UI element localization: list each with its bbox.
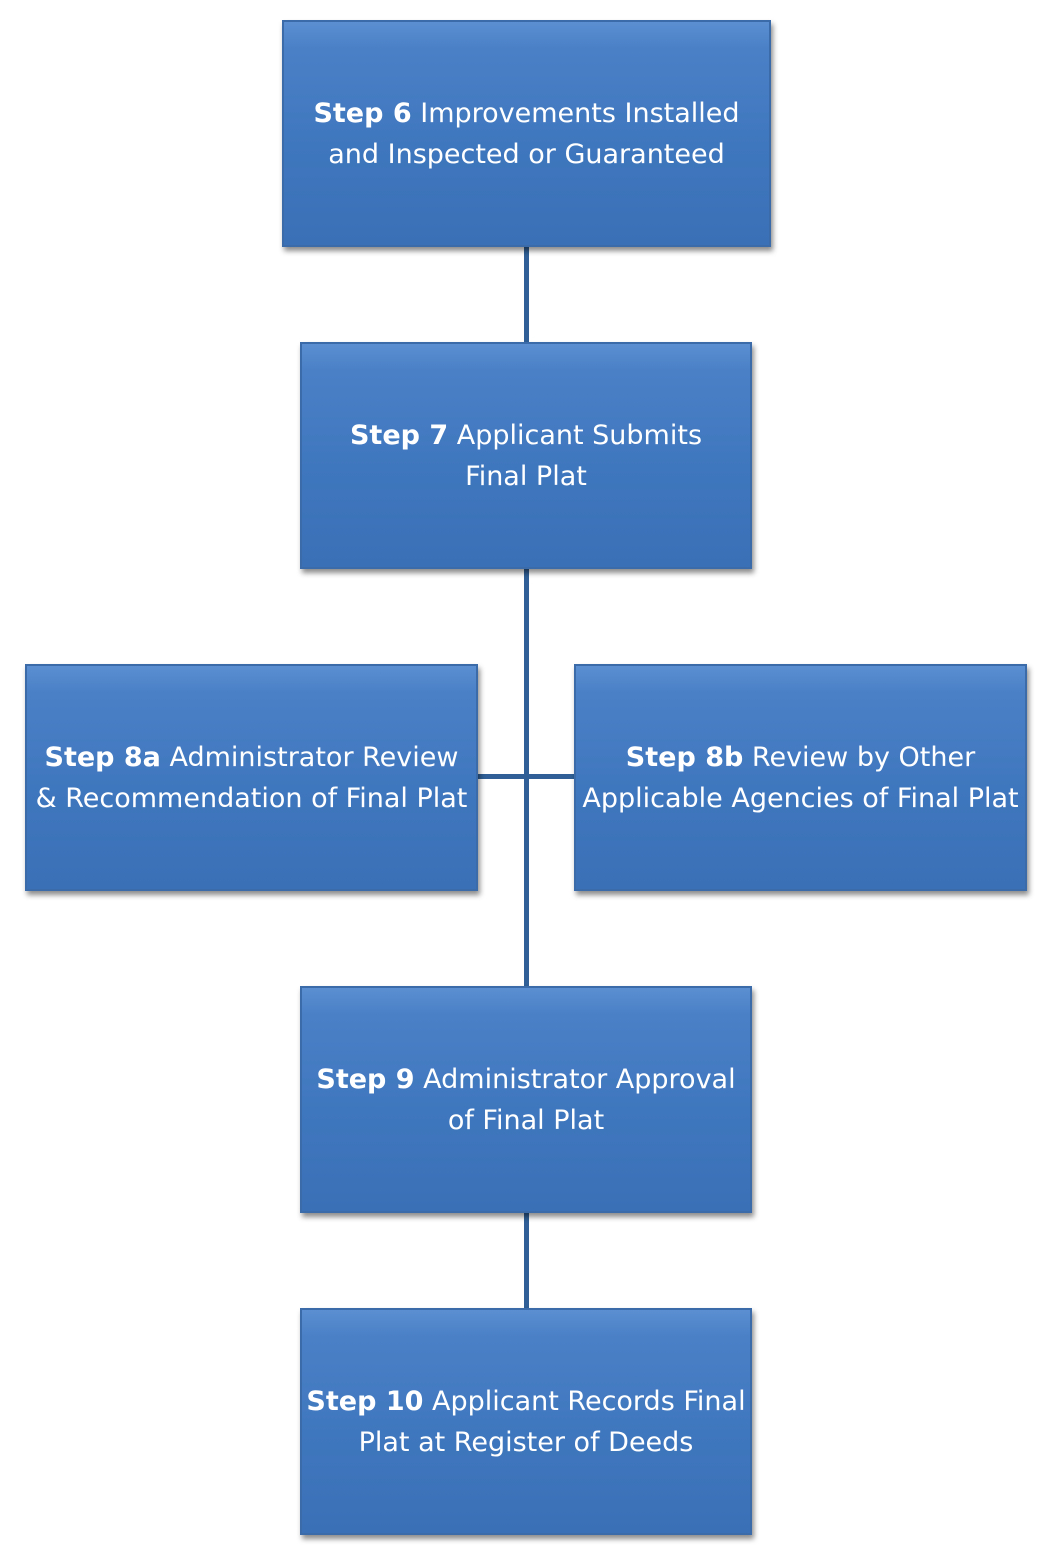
step-6-box: Step 6 Improvements Installed and Inspec… (282, 20, 771, 247)
step-9-text: Step 9 Administrator Approval of Final P… (306, 1059, 746, 1141)
step-8b-text: Step 8b Review by Other Applicable Agenc… (580, 737, 1021, 819)
step-10-text: Step 10 Applicant Records Final Plat at … (306, 1381, 746, 1463)
step-8a-description: Administrator Review & Recommendation of… (35, 741, 468, 814)
step-7-text: Step 7 Applicant Submits Final Plat (342, 415, 710, 497)
step-8b-label: Step 8b (625, 741, 744, 773)
step-6-description: Improvements Installed and Inspected or … (328, 97, 740, 170)
step-9-label: Step 9 (316, 1063, 415, 1095)
step-6-text: Step 6 Improvements Installed and Inspec… (288, 93, 765, 175)
step-8a-text: Step 8a Administrator Review & Recommend… (31, 737, 472, 819)
step-7-label: Step 7 (349, 419, 449, 451)
step-7-box: Step 7 Applicant Submits Final Plat (300, 342, 752, 569)
step-8b-box: Step 8b Review by Other Applicable Agenc… (574, 664, 1027, 891)
step-6-label: Step 6 (313, 97, 412, 129)
step-8a-box: Step 8a Administrator Review & Recommend… (25, 664, 478, 891)
step-8b-description: Review by Other Applicable Agencies of F… (582, 741, 1019, 814)
step-9-description: Administrator Approval of Final Plat (423, 1063, 736, 1136)
connector-step8a-step8b (477, 774, 576, 779)
step-10-description: Applicant Records Final Plat at Register… (358, 1385, 746, 1458)
step-7-description: Applicant Submits Final Plat (456, 419, 703, 492)
step-10-box: Step 10 Applicant Records Final Plat at … (300, 1308, 752, 1535)
connector-step6-step7 (524, 246, 529, 344)
connector-step9-step10 (524, 1211, 529, 1309)
step-8a-label: Step 8a (44, 741, 161, 773)
step-10-label: Step 10 (306, 1385, 424, 1417)
step-9-box: Step 9 Administrator Approval of Final P… (300, 986, 752, 1213)
